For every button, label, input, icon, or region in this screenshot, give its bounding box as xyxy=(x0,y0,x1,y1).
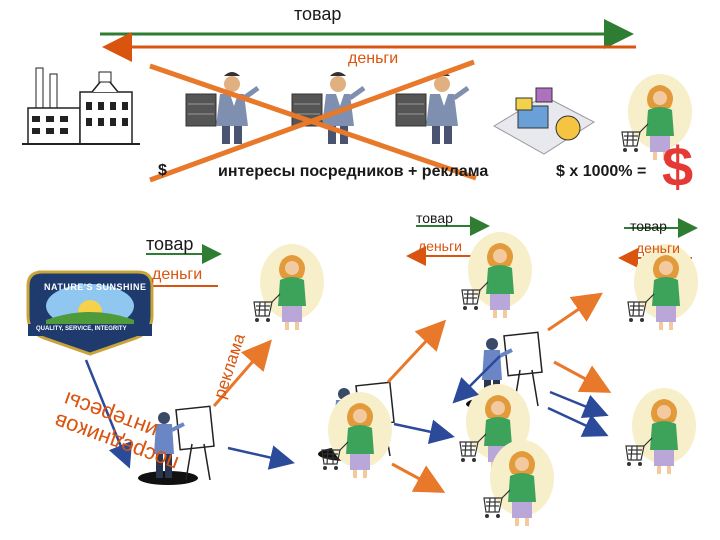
cross-line-2 xyxy=(149,59,475,183)
network-arrow xyxy=(84,359,133,469)
network-arrow xyxy=(393,419,455,445)
network-arrow xyxy=(391,462,446,493)
network-arrow xyxy=(212,339,272,407)
network-arrow xyxy=(227,445,295,470)
money-label-left: деньги xyxy=(152,266,203,283)
store-icon xyxy=(493,87,595,155)
factory-icon xyxy=(22,67,140,145)
network-arrow xyxy=(549,390,609,419)
network-arrow xyxy=(386,319,447,384)
goods-label-left: товар xyxy=(146,234,194,254)
money-label-middle: деньги xyxy=(418,238,462,254)
intermediary-icon xyxy=(396,72,468,144)
shopper-icon xyxy=(625,387,697,475)
shopper-icon xyxy=(253,243,325,331)
money-label-top: деньги xyxy=(348,50,399,67)
shopper-icon xyxy=(627,243,699,331)
markup-text: $ x 1000% = xyxy=(556,163,647,180)
goods-label-top: товар xyxy=(294,4,342,24)
brand-name: NATURE'S SUNSHINE xyxy=(44,282,147,292)
network-arrow xyxy=(547,406,609,437)
network-arrow xyxy=(452,355,501,404)
goods-label-right: товар xyxy=(630,218,667,234)
big-dollar: $ xyxy=(662,135,694,198)
money-label-right: деньги xyxy=(636,240,680,256)
brand-tagline: QUALITY, SERVICE, INTEGRITY xyxy=(36,326,127,332)
network-arrow xyxy=(547,292,603,332)
shopper-icon xyxy=(321,391,393,479)
network-arrow xyxy=(553,360,612,393)
goods-label-middle: товар xyxy=(416,210,453,226)
dollar-left: $ xyxy=(158,162,167,179)
shopper-icon xyxy=(461,231,533,319)
chain-text: интересы посредников + реклама xyxy=(218,163,489,180)
logo-icon xyxy=(26,270,154,356)
